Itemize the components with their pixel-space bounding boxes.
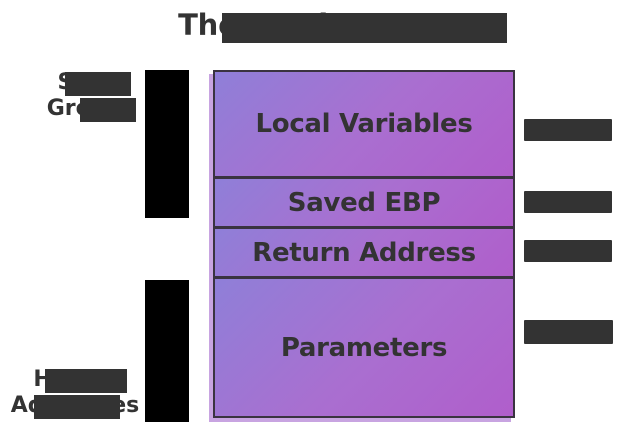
- stack-segment-return-address: Return Address: [213, 227, 515, 278]
- stack-segment-local-variables: Local Variables: [213, 70, 515, 178]
- stack-segment-saved-ebp: Saved EBP: [213, 177, 515, 228]
- stack-frame-column: Local Variables Saved EBP Return Address…: [213, 70, 515, 418]
- stack-segment-label: Return Address: [252, 237, 476, 268]
- stack-segment-label: Parameters: [280, 332, 448, 363]
- stack-growth-arrow-icon: [145, 70, 189, 218]
- stack-segment-label: Saved EBP: [287, 187, 441, 218]
- title-redaction-overlay: [222, 13, 507, 43]
- stack-growth-redaction-line2: [80, 98, 136, 122]
- callout-redaction-saved-ebp: [524, 191, 612, 213]
- callout-redaction-local-variables: [524, 119, 612, 141]
- callout-redaction-parameters: [524, 320, 613, 344]
- callout-redaction-return-address: [524, 240, 612, 262]
- higher-addresses-arrow-icon: [145, 280, 189, 422]
- stack-growth-redaction-line1: [65, 72, 131, 96]
- higher-addresses-redaction-line1: [45, 369, 127, 393]
- higher-addresses-redaction-line2: [34, 395, 120, 419]
- stack-segment-label: Local Variables: [255, 109, 473, 139]
- stack-segment-parameters: Parameters: [213, 277, 515, 418]
